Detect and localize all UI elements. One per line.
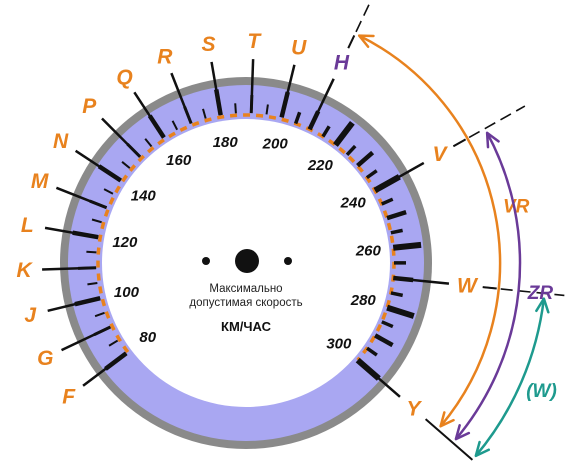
speed-letter-L: L bbox=[21, 214, 34, 237]
dial-number-260: 260 bbox=[355, 242, 382, 259]
dial-tick-105 bbox=[87, 283, 97, 284]
speed-unit: КМ/ЧАС bbox=[221, 319, 272, 334]
cap-line-W bbox=[483, 287, 497, 288]
cap-line-H bbox=[348, 35, 354, 48]
dial-tick-260 bbox=[393, 245, 421, 248]
speed-letter-S: S bbox=[201, 33, 215, 56]
dial-tick-115 bbox=[86, 252, 96, 253]
dial-tick-195 bbox=[267, 105, 268, 115]
needle-hub bbox=[235, 249, 259, 273]
dashed-extension-H bbox=[348, 0, 383, 48]
range-label-2: (W) bbox=[526, 381, 557, 402]
letter-line-K bbox=[42, 268, 96, 270]
speed-letter-P: P bbox=[82, 95, 97, 118]
speed-letter-Q: Q bbox=[116, 66, 132, 89]
dial-number-100: 100 bbox=[114, 284, 140, 301]
indicator-dot-right bbox=[284, 257, 292, 265]
range-label-1: ZR bbox=[527, 283, 554, 304]
dial-number-280: 280 bbox=[350, 292, 377, 309]
dial-number-160: 160 bbox=[166, 152, 192, 169]
dial-number-80: 80 bbox=[139, 329, 156, 346]
range-arc-2 bbox=[476, 299, 544, 456]
speed-letter-R: R bbox=[157, 45, 173, 68]
indicator-dot-left bbox=[202, 257, 210, 265]
dial-number-180: 180 bbox=[213, 134, 239, 151]
caption-line-2: допустимая скорость bbox=[189, 297, 302, 309]
dial-number-140: 140 bbox=[131, 187, 157, 204]
speed-letter-F: F bbox=[62, 386, 76, 409]
speed-letter-N: N bbox=[53, 130, 69, 153]
dial-tick-255 bbox=[391, 230, 403, 232]
dial-number-120: 120 bbox=[112, 234, 138, 251]
speed-letter-U: U bbox=[291, 36, 307, 59]
speed-letter-J: J bbox=[24, 304, 37, 327]
speed-letter-G: G bbox=[37, 347, 53, 370]
dial-tick-275 bbox=[391, 293, 403, 295]
cap-line-V bbox=[453, 139, 465, 146]
speed-letter-W: W bbox=[457, 275, 479, 298]
speed-letter-T: T bbox=[247, 30, 262, 53]
dial-number-300: 300 bbox=[326, 336, 352, 353]
speed-letter-Y: Y bbox=[407, 398, 423, 421]
dial-number-220: 220 bbox=[307, 157, 334, 174]
dial-number-200: 200 bbox=[262, 136, 289, 153]
speed-letter-V: V bbox=[432, 143, 448, 166]
dial-tick-185 bbox=[235, 103, 236, 113]
dial-number-240: 240 bbox=[340, 195, 367, 212]
caption-line-1: Максимально bbox=[209, 283, 282, 295]
speed-letter-H: H bbox=[334, 52, 350, 75]
speed-letter-M: M bbox=[31, 170, 49, 193]
speed-letter-K: K bbox=[17, 259, 34, 282]
